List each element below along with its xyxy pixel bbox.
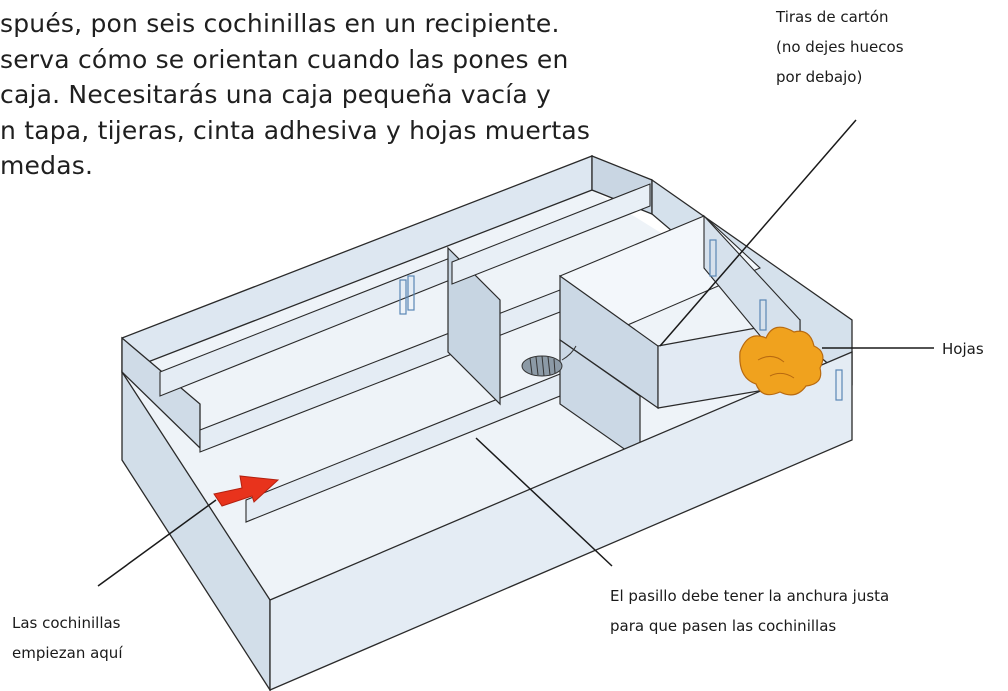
label-cardboard-strips: Tiras de cartón (no dejes huecos por deb…: [776, 2, 904, 92]
label-line: Tiras de cartón: [776, 8, 889, 26]
leaves-icon: [739, 326, 824, 396]
start-arrow-icon: [213, 475, 280, 507]
label-line: por debajo): [776, 68, 863, 86]
leader-cardboard-strips: [659, 119, 857, 347]
label-line: Hojas: [942, 340, 984, 358]
label-line: (no dejes huecos: [776, 38, 904, 56]
label-leaves: Hojas: [942, 334, 984, 364]
tape-mark: [399, 279, 407, 315]
intro-line: serva cómo se orientan cuando las pones …: [0, 44, 569, 74]
tape-mark: [835, 369, 843, 401]
label-start-here: Las cochinillas empiezan aquí: [12, 608, 123, 668]
label-corridor-width: El pasillo debe tener la anchura justa p…: [610, 581, 889, 641]
tape-mark: [709, 239, 717, 277]
intro-line: n tapa, tijeras, cinta adhesiva y hojas …: [0, 115, 591, 145]
partition-top-bridge: [451, 183, 651, 285]
label-line: El pasillo debe tener la anchura justa: [610, 587, 890, 605]
leader-corridor: [475, 437, 613, 567]
intro-line: spués, pon seis cochinillas en un recipi…: [0, 9, 560, 38]
intro-paragraph: spués, pon seis cochinillas en un recipi…: [0, 6, 660, 184]
tape-mark: [759, 299, 767, 331]
label-line: Las cochinillas: [12, 614, 121, 632]
intro-line: medas.: [0, 151, 94, 180]
woodlouse-icon: [521, 345, 577, 377]
leader-start: [97, 499, 217, 587]
label-line: empiezan aquí: [12, 644, 123, 662]
box-front-long-wall: [269, 351, 853, 691]
intro-line: caja. Necesitarás una caja pequeña vacía…: [0, 80, 552, 109]
partition-tall-left: [447, 246, 501, 406]
tape-mark: [407, 275, 415, 311]
label-line: para que pasen las cochinillas: [610, 617, 837, 635]
